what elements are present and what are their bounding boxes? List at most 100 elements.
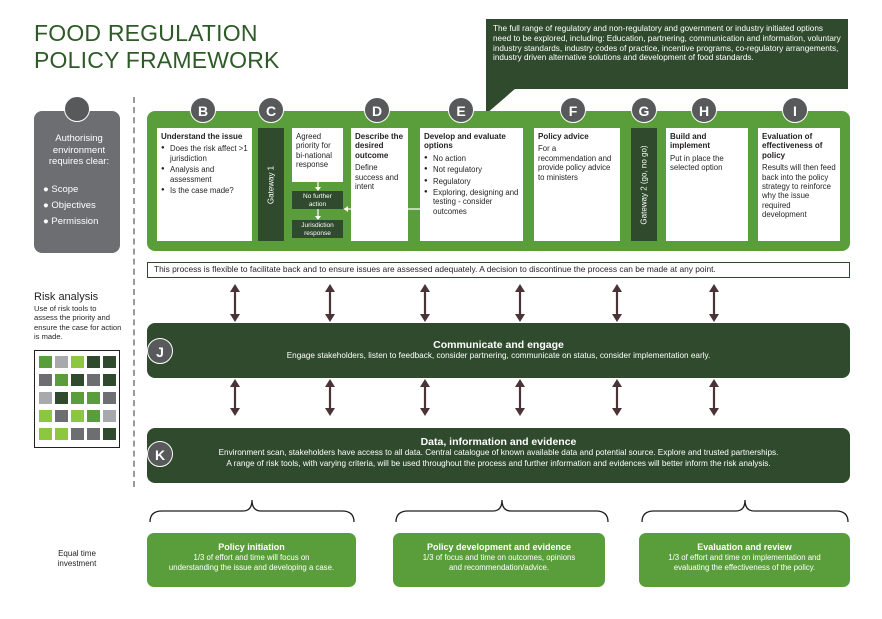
jurisdiction-response-box: Jurisdiction response — [292, 220, 343, 238]
step-b-item: Analysis and assessment — [161, 165, 248, 184]
arrow-head-up — [420, 379, 430, 387]
authorising-environment-box: Authorising environment requires clear: … — [34, 111, 120, 253]
sidebar-item-scope: ● Scope — [43, 184, 79, 195]
risk-matrix-cell — [87, 392, 100, 404]
step-e-marker: E — [448, 97, 474, 123]
risk-matrix-cell — [55, 410, 68, 422]
risk-matrix-cell — [103, 392, 116, 404]
page-title: FOOD REGULATION POLICY FRAMEWORK — [34, 20, 280, 74]
step-j-marker: J — [147, 338, 173, 364]
arrow-head-down — [325, 408, 335, 416]
gateway-1: Gateway 1 — [258, 128, 284, 241]
data-evidence-heading: Data, information and evidence — [420, 436, 577, 448]
step-d-describe-outcome: Describe the desired outcome Define succ… — [351, 128, 408, 241]
equal-time-label: Equal time investment — [57, 549, 97, 568]
risk-matrix-cell — [39, 356, 52, 368]
arrow-head-up — [230, 284, 240, 292]
title-line-2: POLICY FRAMEWORK — [34, 47, 280, 73]
step-f-heading: Policy advice — [538, 132, 589, 141]
arrow-head-down — [420, 408, 430, 416]
step-b-item: Is the case made? — [161, 186, 248, 196]
risk-matrix-cell — [39, 374, 52, 386]
step-c-marker: C — [258, 97, 284, 123]
risk-matrix-cell — [103, 410, 116, 422]
risk-matrix-cell — [71, 410, 84, 422]
step-i-heading: Evaluation of effectiveness of policy — [762, 132, 823, 160]
arrow-head — [315, 187, 321, 191]
risk-analysis-text: Use of risk tools to assess the priority… — [34, 304, 122, 342]
arrow-head — [315, 216, 321, 220]
risk-matrix-cell — [71, 392, 84, 404]
phase-evaluation-review: Evaluation and review 1/3 of effort and … — [639, 533, 850, 587]
step-f-policy-advice: Policy advice For a recommendation and p… — [534, 128, 620, 241]
step-c-agreed-priority: Agreed priority for bi-national response — [292, 128, 343, 182]
risk-matrix-cell — [55, 356, 68, 368]
data-evidence-band: Data, information and evidence Environme… — [147, 428, 850, 483]
risk-matrix-cell — [87, 356, 100, 368]
step-d-marker: D — [364, 97, 390, 123]
risk-matrix-cell — [55, 374, 68, 386]
step-e-item: Exploring, designing and testing - consi… — [424, 188, 519, 216]
arrow-head-down — [612, 314, 622, 322]
arrow-head-down — [515, 408, 525, 416]
gateway-2: Gateway 2 (go, no go) — [631, 128, 657, 241]
brace-initiation — [149, 499, 355, 523]
step-e-item: No action — [424, 154, 519, 164]
risk-matrix-cell — [103, 374, 116, 386]
authorising-environment-text: Authorising environment requires clear: — [48, 133, 110, 167]
risk-matrix-cell — [103, 356, 116, 368]
phase-policy-development: Policy development and evidence 1/3 of f… — [393, 533, 605, 587]
phase-heading: Evaluation and review — [697, 542, 792, 552]
step-h-heading: Build and implement — [670, 132, 711, 151]
step-b-item: Does the risk affect >1 jurisdiction — [161, 144, 248, 163]
data-evidence-line-2: A range of risk tools, with varying crit… — [226, 458, 771, 468]
flexibility-note: This process is flexible to facilitate b… — [147, 262, 850, 278]
phase-text-line-1: 1/3 of effort and time will focus on — [193, 553, 310, 562]
phase-text-line-2: and recommendation/advice. — [448, 563, 550, 572]
step-h-text: Put in place the selected option — [670, 153, 724, 173]
risk-analysis-title: Risk analysis — [34, 291, 99, 303]
step-e-item: Regulatory — [424, 177, 519, 187]
phase-text-line-1: 1/3 of effort and time on implementation… — [668, 553, 821, 562]
phase-heading: Policy initiation — [218, 542, 285, 552]
step-d-text: Define success and intent — [355, 163, 399, 192]
arrow-head-up — [612, 284, 622, 292]
data-evidence-line-1: Environment scan, stakeholders have acce… — [218, 448, 779, 457]
step-f-marker: F — [560, 97, 586, 123]
step-h-marker: H — [691, 97, 717, 123]
callout-pointer — [486, 88, 516, 114]
arrow-head-down — [612, 408, 622, 416]
phase-text-line-2: understanding the issue and developing a… — [168, 563, 335, 572]
risk-matrix-cell — [39, 428, 52, 440]
risk-matrix-cell — [71, 374, 84, 386]
arrow-head-up — [515, 284, 525, 292]
arrow-head-down — [709, 314, 719, 322]
risk-matrix-cell — [87, 410, 100, 422]
risk-matrix-cell — [71, 428, 84, 440]
phase-policy-initiation: Policy initiation 1/3 of effort and time… — [147, 533, 356, 587]
arrow-head-down — [420, 314, 430, 322]
step-f-text: For a recommendation and provide policy … — [538, 144, 612, 182]
sidebar-item-permission: ● Permission — [43, 216, 99, 227]
risk-matrix-cell — [87, 374, 100, 386]
communicate-heading: Communicate and engage — [433, 339, 564, 351]
authorising-environment-list: ● Scope ● Objectives ● Permission — [43, 182, 98, 230]
step-e-heading: Develop and evaluate options — [424, 132, 506, 151]
arrow-head-down — [230, 408, 240, 416]
communicate-text: Engage stakeholders, listen to feedback,… — [286, 351, 711, 360]
arrow-head-up — [709, 284, 719, 292]
no-further-action-box: No further action — [292, 191, 343, 209]
step-c-text: Agreed priority for bi-national response — [296, 132, 332, 170]
step-e-develop-options: Develop and evaluate options No action N… — [420, 128, 523, 241]
title-line-1: FOOD REGULATION — [34, 20, 258, 46]
options-callout: The full range of regulatory and non-reg… — [486, 19, 848, 89]
step-i-evaluation: Evaluation of effectiveness of policy Re… — [758, 128, 840, 241]
step-d-heading: Describe the desired outcome — [355, 132, 404, 160]
risk-matrix-cell — [39, 410, 52, 422]
risk-matrix-cell — [39, 392, 52, 404]
step-b-heading: Understand the issue — [161, 132, 243, 141]
risk-matrix-cell — [87, 428, 100, 440]
arrow-head-up — [612, 379, 622, 387]
arrow-head-down — [325, 314, 335, 322]
